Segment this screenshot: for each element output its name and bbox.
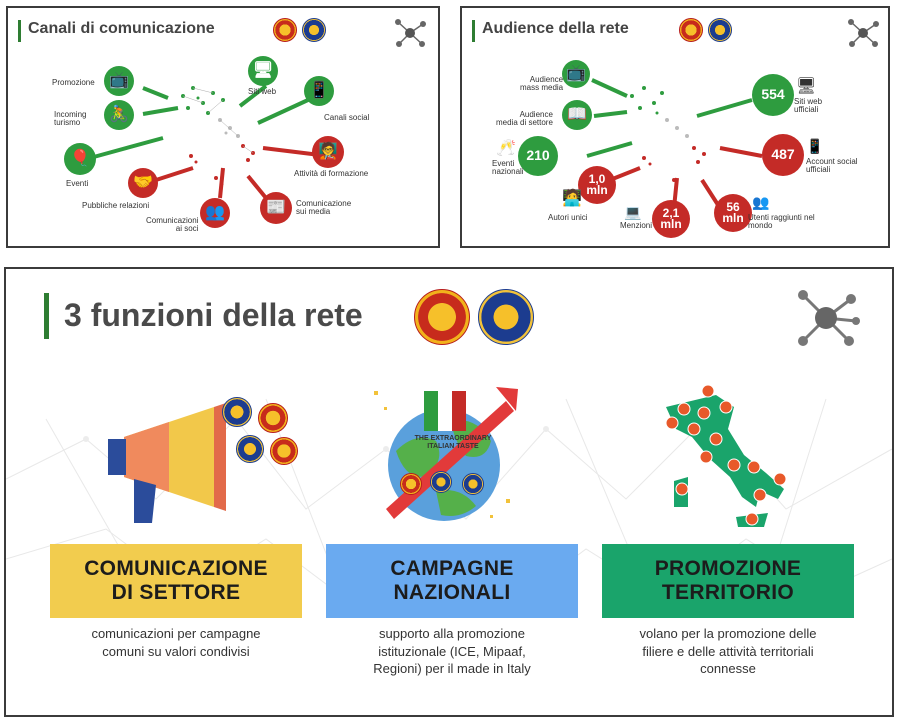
media-label: Comunicazione sui media	[296, 199, 352, 217]
social-node: 📱	[304, 76, 334, 106]
utenti-label: Utenti raggiunti nel mondo	[748, 213, 815, 231]
igp-seal-icon	[478, 289, 534, 345]
media-node: 📰	[260, 192, 292, 224]
megaphone-icon	[108, 403, 226, 523]
author-icon: 🧑‍💻	[562, 190, 582, 207]
siti-value: 554	[752, 74, 794, 116]
comunicazione-settore-desc: comunicazioni per campagne comuni su val…	[91, 626, 261, 659]
classroom-icon: 🧑‍🏫	[318, 143, 338, 161]
igp-seal-icon	[462, 473, 484, 495]
newspaper-icon: 📰	[266, 199, 286, 217]
tv-icon: 📺	[566, 65, 586, 83]
mass-media-label: Audience mass media	[520, 75, 564, 93]
pr-node: 🤝	[128, 168, 158, 198]
eventi-node: 🎈	[64, 143, 96, 175]
title-accent-bar	[44, 293, 49, 339]
comunicazione-settore-title: COMUNICAZIONE DI SETTORE	[84, 556, 268, 604]
globe-tagline: THE EXTRAORDINARY ITALIAN TASTE	[414, 435, 492, 450]
campagne-nazionali-title: CAMPAGNE NAZIONALI	[390, 556, 514, 604]
network-map	[89, 84, 321, 200]
comunicazione-settore-box: COMUNICAZIONE DI SETTORE	[50, 544, 302, 618]
panel-title: Audience della rete	[482, 20, 629, 37]
menzioni-value: 2,1 mln	[652, 200, 690, 238]
siti-label: Siti web ufficiali	[794, 97, 823, 115]
social-icon: 📱	[806, 138, 824, 154]
monitor-icon: 🖥	[796, 78, 817, 95]
soci-label: Comunicazioni ai soci	[146, 216, 199, 234]
cyclist-icon: 🚴	[109, 106, 129, 124]
laptop-icon: 💻	[624, 204, 642, 220]
champagne-icon: 🥂	[496, 140, 516, 157]
dop-seal-icon	[270, 437, 298, 465]
autori-value: 1,0 mln	[578, 166, 616, 204]
dop-seal-icon	[273, 18, 297, 42]
panel-title: 3 funzioni della rete	[64, 297, 363, 333]
handshake-icon: 🤝	[133, 174, 153, 192]
utenti-value: 56 mln	[714, 194, 752, 232]
panel-canali-comunicazione: Canali di comunicazione 📺 Promozione 🚴	[6, 6, 440, 248]
promozione-node: 📺	[104, 66, 134, 96]
social-value: 487	[762, 134, 804, 176]
network-icon	[798, 290, 860, 346]
group-icon: 👥	[205, 204, 225, 222]
pr-label: Pubbliche relazioni	[82, 201, 150, 210]
network-icon	[395, 19, 426, 47]
incoming-label: Incoming turismo	[54, 110, 87, 128]
formazione-label: Attività di formazione	[294, 169, 369, 178]
promozione-territorio-box: PROMOZIONE TERRITORIO	[602, 544, 854, 618]
panel-title: Canali di comunicazione	[28, 20, 215, 37]
eventi-label: Eventi nazionali	[492, 159, 524, 177]
users-icon: 👥	[752, 194, 770, 210]
globe-icon	[374, 387, 518, 521]
mass-media-node: 📺	[562, 60, 590, 88]
balloons-icon: 🎈	[70, 150, 90, 168]
media-settore-label: Audience media di settore	[496, 110, 553, 128]
campagne-nazionali-box: CAMPAGNE NAZIONALI	[326, 544, 578, 618]
eventi-value: 210	[518, 136, 558, 176]
dop-seal-icon	[400, 473, 422, 495]
promozione-label: Promozione	[52, 78, 95, 87]
social-label: Canali social	[324, 113, 370, 122]
formazione-node: 🧑‍🏫	[312, 136, 344, 168]
magazine-icon: 📖	[567, 106, 587, 124]
siti-web-label: Siti web	[248, 87, 277, 96]
monitor-icon: 🖥	[252, 62, 274, 80]
siti-web-node: 🖥	[248, 56, 278, 86]
panel-audience-rete: Audience della rete 📺 Audience mass medi…	[460, 6, 890, 248]
title-accent-bar	[18, 20, 21, 42]
promozione-territorio-desc: volano per la promozione delle filiere e…	[639, 626, 817, 677]
igp-seal-icon	[236, 435, 264, 463]
italy-map-icon	[665, 384, 787, 527]
title-accent-bar	[472, 20, 475, 42]
soci-node: 👥	[200, 198, 230, 228]
igp-seal-icon	[708, 18, 732, 42]
dop-seal-icon	[414, 289, 470, 345]
promozione-territorio-title: PROMOZIONE TERRITORIO	[654, 556, 802, 604]
social-label: Account social ufficiali	[806, 157, 858, 175]
network-icon	[848, 19, 879, 47]
eventi-label: Eventi	[66, 179, 89, 188]
campagne-nazionali-desc: supporto alla promozione istituzionale (…	[373, 626, 531, 677]
dop-seal-icon	[258, 403, 288, 433]
menzioni-label: Menzioni	[620, 221, 653, 230]
igp-seal-icon	[302, 18, 326, 42]
panel-funzioni-rete: 3 funzioni della rete	[4, 267, 894, 717]
incoming-node: 🚴	[104, 100, 134, 130]
tv-icon: 📺	[109, 72, 129, 90]
autori-label: Autori unici	[548, 213, 588, 222]
igp-seal-icon	[430, 471, 452, 493]
media-settore-node: 📖	[562, 100, 592, 130]
social-icon: 📱	[309, 82, 329, 100]
dop-seal-icon	[679, 18, 703, 42]
igp-seal-icon	[222, 397, 252, 427]
